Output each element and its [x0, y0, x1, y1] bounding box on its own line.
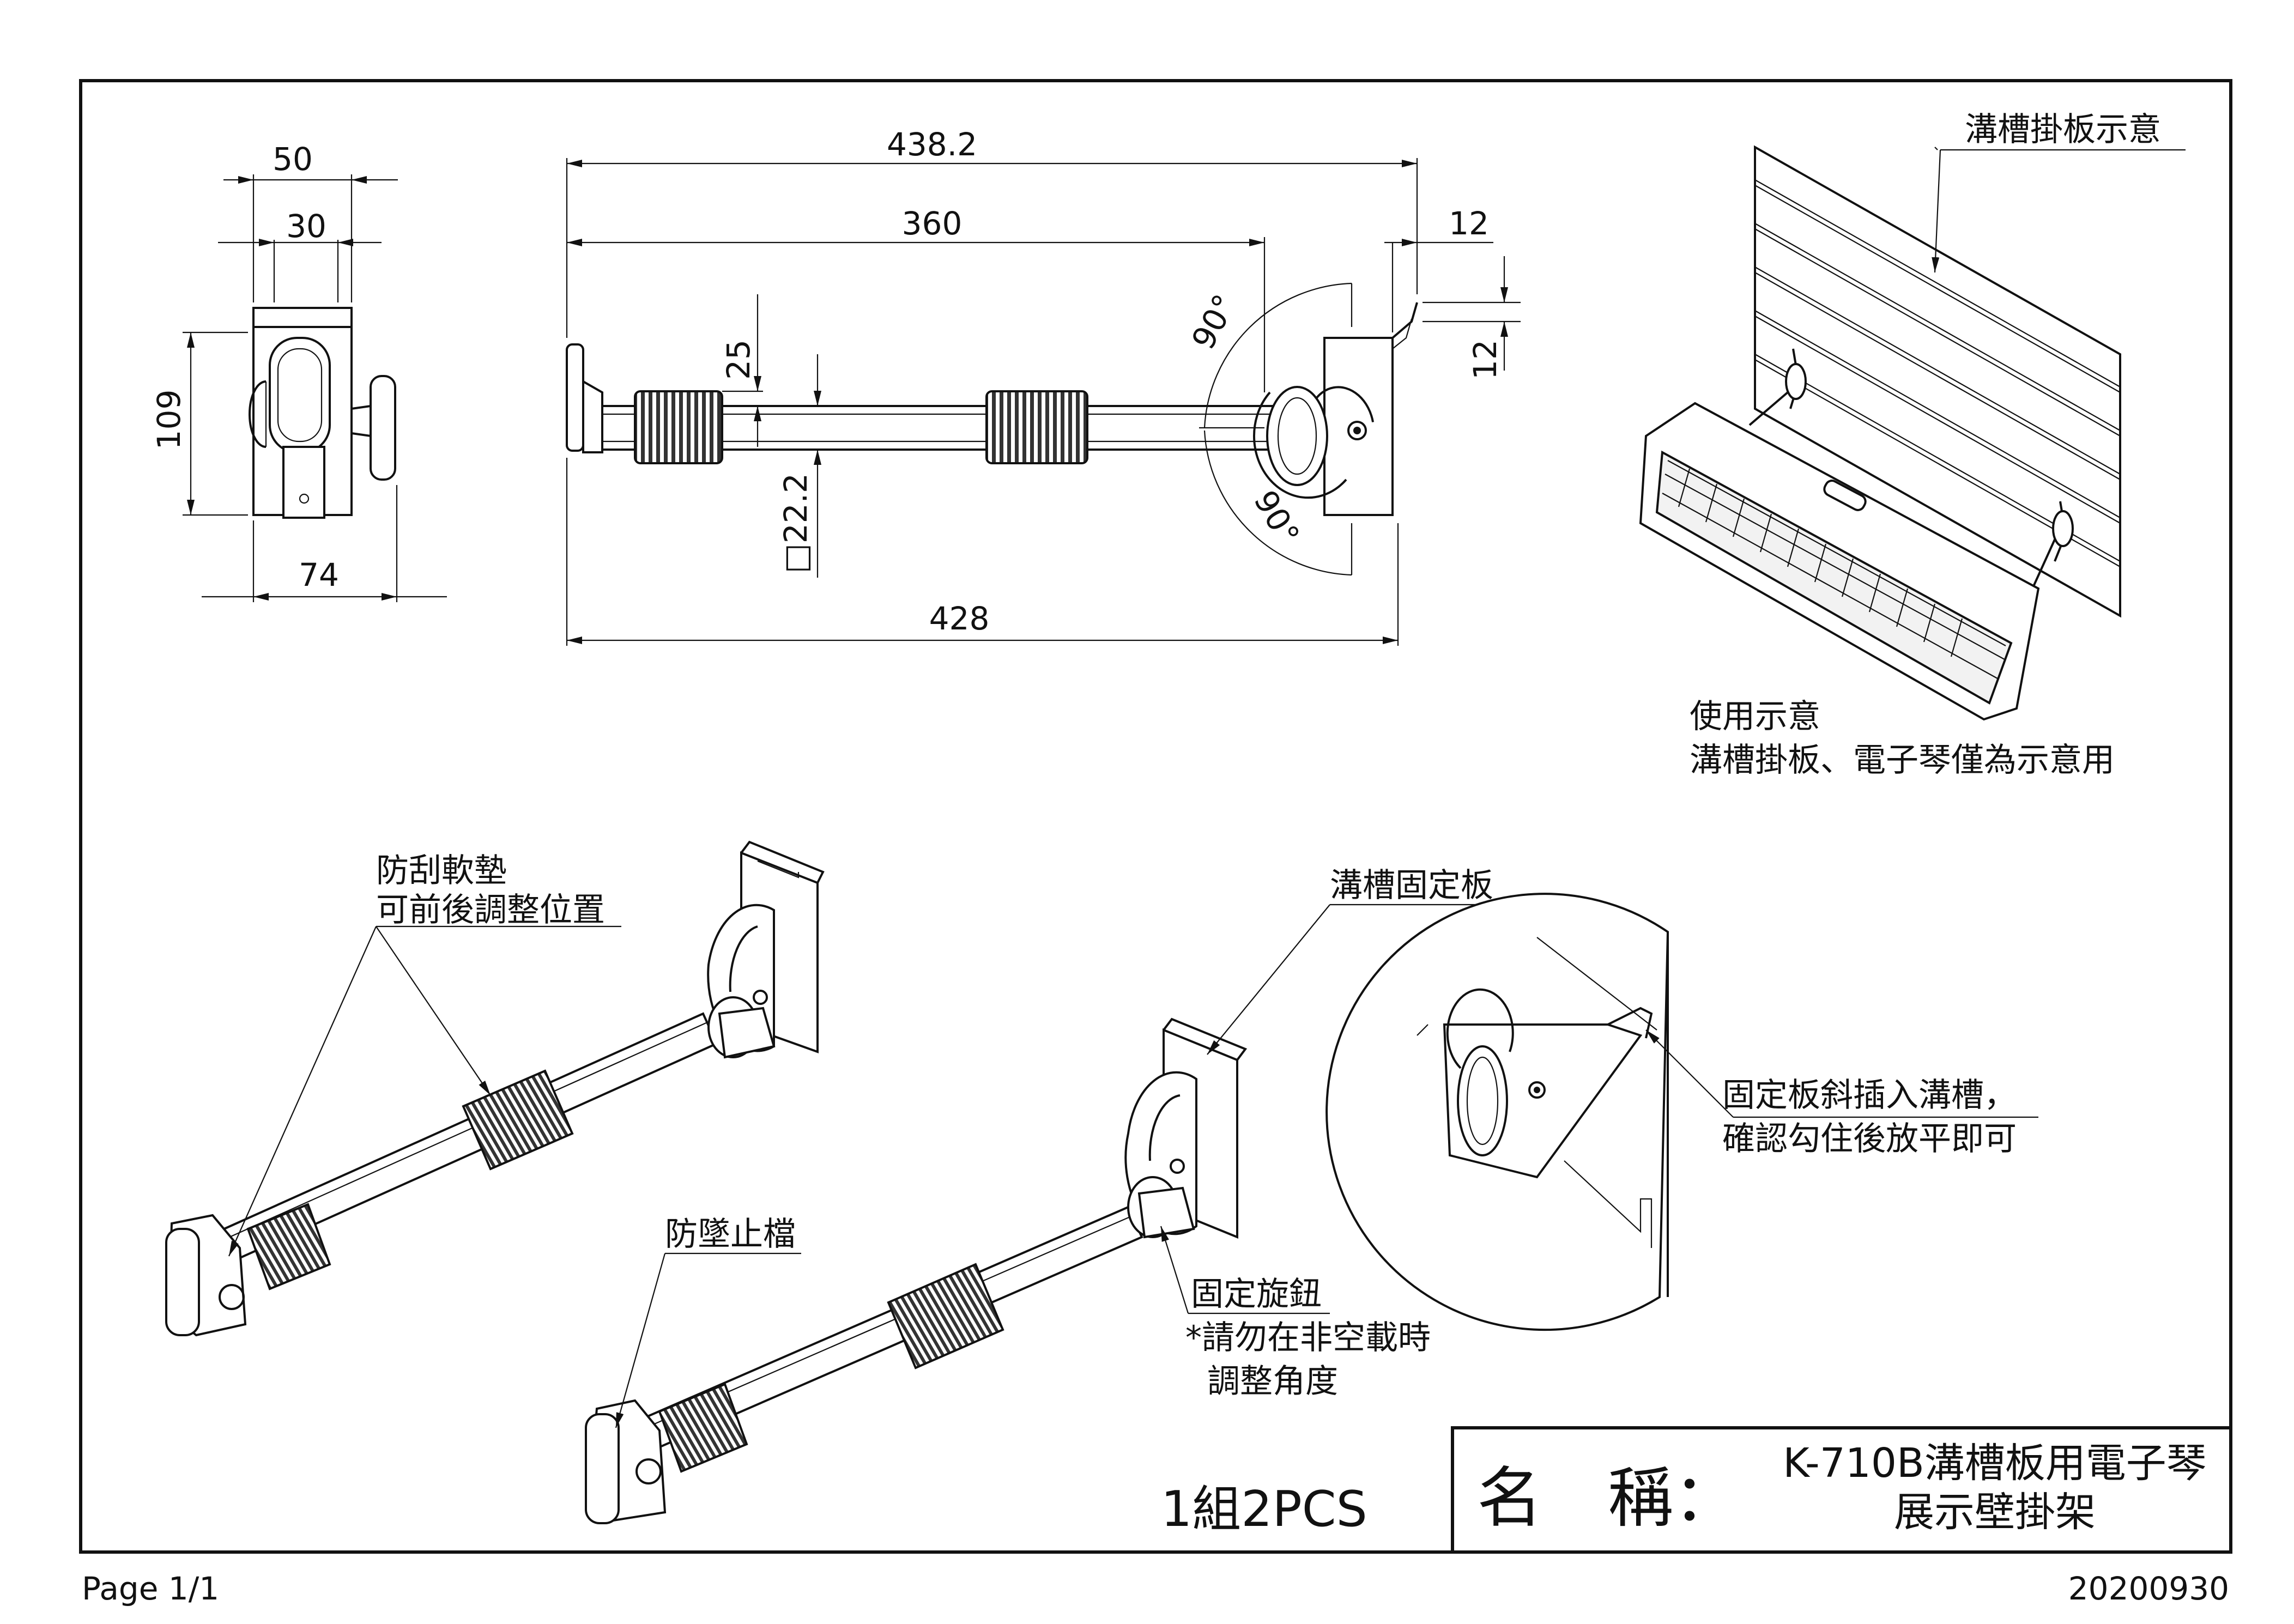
callout-plate: 溝槽固定板: [1330, 866, 1493, 905]
side-dim-tube: □22.2: [777, 473, 814, 573]
side-dim-360: 360: [902, 205, 963, 242]
front-dim-74: 74: [299, 556, 339, 593]
side-dim-angle-down: 90°: [1246, 484, 1306, 551]
callout-pad-line2: 可前後調整位置: [376, 891, 605, 929]
side-dim-12-v: 12: [1467, 340, 1504, 380]
front-dim-30: 30: [286, 208, 326, 245]
side-dim-438: 438.2: [887, 126, 977, 163]
detail-view: 固定板斜插入溝槽， 確認勾住後放平即可: [1325, 893, 2038, 1331]
slatwall-note-line1: 使用示意: [1690, 698, 1820, 736]
drawing-date: 20200930: [2068, 1570, 2229, 1607]
title-block: 名 稱： K-710B溝槽板用電子琴 展示壁掛架: [1451, 1426, 2232, 1554]
callout-pad-line1: 防刮軟墊: [376, 852, 507, 890]
front-dim-109: 109: [150, 390, 187, 450]
callout-knob: 固定旋鈕: [1191, 1275, 1322, 1313]
slatwall-illustration: 溝槽掛板示意 使用示意 溝槽掛板、電子琴僅為示意用: [1639, 111, 2186, 779]
side-dim-428: 428: [929, 600, 990, 637]
callout-insert2: 確認勾住後放平即可: [1722, 1120, 2017, 1158]
side-view: 90° 90° 438.2 360 12 12 25 □22.2: [566, 126, 1521, 646]
iso-view-upper: 防刮軟墊 可前後調整位置: [165, 840, 825, 1337]
title-product-line1: K-710B溝槽板用電子琴: [1783, 1440, 2206, 1487]
slatwall-label: 溝槽掛板示意: [1965, 111, 2161, 149]
page-number: Page 1/1: [82, 1570, 219, 1607]
title-name-label: 名 稱：: [1477, 1461, 1739, 1536]
slatwall-note-line2: 溝槽掛板、電子琴僅為示意用: [1690, 741, 2115, 779]
callout-insert1: 固定板斜插入溝槽，: [1722, 1076, 2017, 1114]
title-product-line2: 展示壁掛架: [1894, 1489, 2096, 1536]
side-dim-25: 25: [720, 340, 757, 380]
keyboard-keys: [1662, 460, 2006, 679]
quantity-label: 1組2PCS: [1161, 1481, 1367, 1538]
callout-knob-warn2: 調整角度: [1207, 1362, 1338, 1401]
callout-stopper: 防墜止檔: [665, 1215, 796, 1253]
front-dim-50: 50: [273, 141, 313, 178]
iso-view-lower: 溝槽固定板 防墜止檔 固定旋鈕 *請勿在非空載時 調整角度: [585, 866, 1504, 1524]
sheet-border: [79, 79, 2232, 1554]
side-dim-12-h: 12: [1449, 205, 1489, 242]
callout-knob-warn1: *請勿在非空載時: [1185, 1319, 1431, 1357]
front-view: 50 30 109 74: [150, 141, 447, 602]
